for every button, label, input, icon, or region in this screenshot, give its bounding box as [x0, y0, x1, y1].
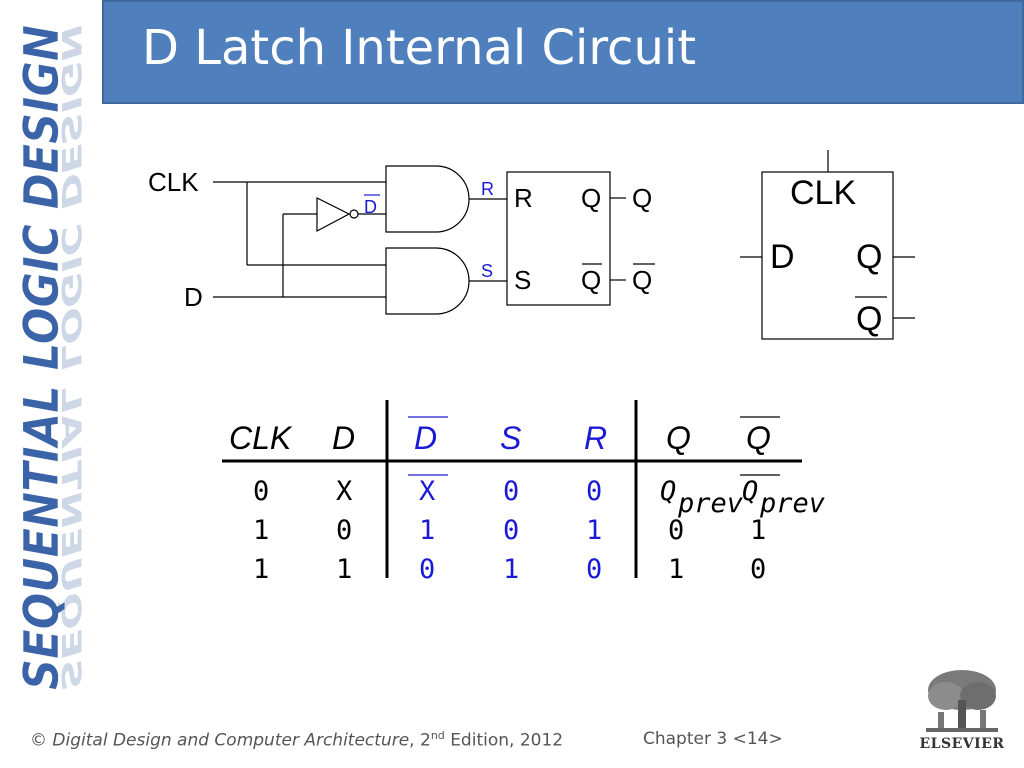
- cell-r1-q-subscript: prev: [677, 488, 743, 519]
- symbol-label-qbar: Q: [856, 300, 882, 338]
- cell-r1-qbar-subscript: prev: [759, 488, 825, 519]
- elsevier-logo: ELSEVIER: [916, 666, 1008, 758]
- cell-r3-s: 1: [503, 554, 519, 585]
- side-text-reflection: SEQUENTIAL LOGIC DESIGN: [55, 25, 86, 690]
- cell-r1-r: 0: [586, 476, 602, 507]
- inverter-gate: [316, 197, 351, 232]
- header-r: R: [584, 420, 607, 456]
- d-latch-symbol-box: [761, 171, 894, 340]
- chapter-page: Chapter 3 <14>: [643, 729, 783, 749]
- cell-r3-dbar: 0: [419, 554, 435, 585]
- d-latch-circuit: CLK D D R S R S Q Q Q Q CLK D Q Q: [148, 150, 915, 340]
- side-banner: SEQUENTIAL LOGIC DESIGN SEQUENTIAL LOGIC…: [0, 0, 100, 700]
- label-r-wire: R: [481, 179, 494, 199]
- header-clk: CLK: [229, 420, 293, 456]
- cell-r3-q: 1: [668, 554, 684, 585]
- cell-r1-clk: 0: [253, 476, 269, 507]
- cell-r1-dbar: X: [419, 476, 435, 507]
- header-qbar: Q: [746, 420, 771, 456]
- elsevier-wordmark: ELSEVIER: [919, 736, 1005, 752]
- label-s-wire: S: [481, 261, 493, 281]
- header-s: S: [500, 420, 521, 456]
- cell-r1-s: 0: [503, 476, 519, 507]
- slide-title: D Latch Internal Circuit: [142, 20, 697, 76]
- cell-r2-q: 0: [668, 515, 684, 546]
- header-d: D: [332, 420, 355, 456]
- symbol-label-q: Q: [856, 238, 882, 276]
- side-text: SEQUENTIAL LOGIC DESIGN: [14, 25, 70, 690]
- label-sr-q: Q: [581, 183, 601, 213]
- copyright-symbol: ©: [30, 730, 47, 751]
- and-gate-top: [385, 165, 470, 233]
- header-q: Q: [666, 420, 691, 456]
- edition-suffix: nd: [430, 729, 445, 742]
- cell-r2-r: 1: [586, 515, 602, 546]
- edition-number: 2: [419, 730, 431, 751]
- cell-r2-s: 0: [503, 515, 519, 546]
- sr-latch-box: [506, 171, 611, 306]
- and-gate-bottom: [385, 247, 470, 315]
- edition-year: Edition, 2012: [450, 730, 564, 751]
- cell-r1-qbar: Q: [742, 476, 758, 507]
- side-banner-graphic: SEQUENTIAL LOGIC DESIGN SEQUENTIAL LOGIC…: [14, 25, 86, 691]
- symbol-label-d: D: [770, 238, 795, 276]
- label-out-q: Q: [632, 183, 652, 213]
- title-bar: D Latch Internal Circuit: [102, 0, 1024, 104]
- cell-r3-d: 1: [336, 554, 352, 585]
- cell-r1-q: Q: [660, 476, 676, 507]
- footer-citation: © Digital Design and Computer Architectu…: [30, 729, 564, 751]
- label-clk: CLK: [148, 167, 199, 197]
- book-title: Digital Design and Computer Architecture: [52, 730, 410, 751]
- cell-r3-r: 0: [586, 554, 602, 585]
- cell-r2-dbar: 1: [419, 515, 435, 546]
- label-sr-qbar: Q: [581, 265, 601, 295]
- label-out-qbar: Q: [632, 265, 652, 295]
- label-sr-r: R: [514, 183, 533, 213]
- cell-r2-d: 0: [336, 515, 352, 546]
- cell-r3-qbar: 0: [750, 554, 766, 585]
- cell-r2-qbar: 1: [750, 515, 766, 546]
- cell-r1-d: X: [336, 476, 352, 507]
- elsevier-tree-icon: [926, 670, 998, 732]
- header-dbar: D: [414, 420, 437, 456]
- cell-r2-clk: 1: [253, 515, 269, 546]
- symbol-label-clk: CLK: [790, 174, 856, 212]
- inverter-bubble: [349, 209, 359, 219]
- label-dbar: D: [364, 197, 377, 217]
- label-sr-s: S: [514, 265, 531, 295]
- truth-table: CLK D D S R Q Q 0 X X 0 0 Q prev Q prev …: [222, 400, 825, 585]
- cell-r3-clk: 1: [253, 554, 269, 585]
- label-d: D: [184, 282, 203, 312]
